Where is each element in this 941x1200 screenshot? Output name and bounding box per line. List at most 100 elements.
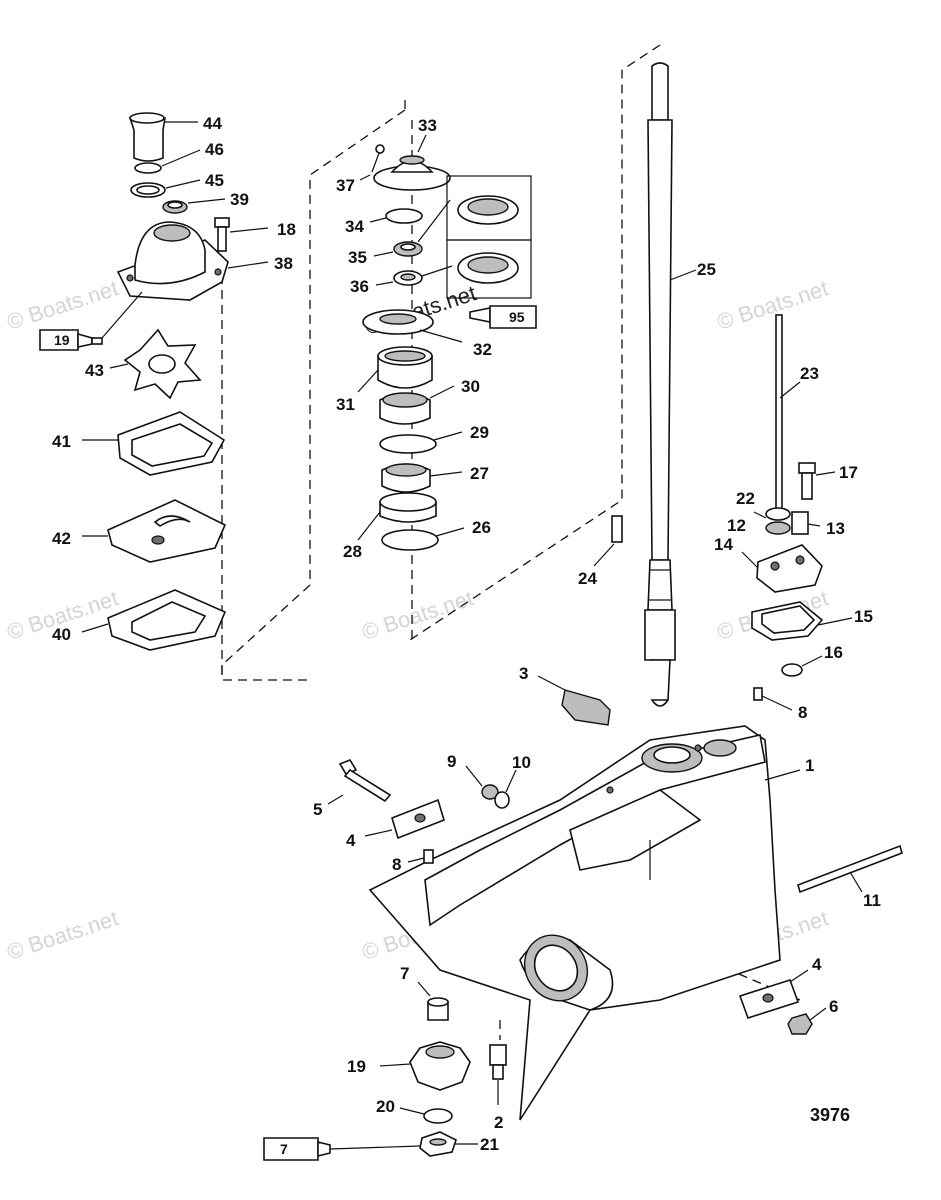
callout-18: 18 <box>277 220 296 239</box>
part-20-washer <box>399 1107 453 1124</box>
part-33-retainer <box>373 134 451 191</box>
callout-1: 1 <box>805 756 814 775</box>
part-4-anode-lower <box>738 969 809 1019</box>
part-21-nut <box>419 1131 478 1157</box>
watermark: © Boats.net <box>714 275 831 334</box>
part-7-needle-bearing <box>417 981 449 1021</box>
callout-44: 44 <box>203 114 222 133</box>
part-32-bearing-carrier <box>362 309 463 343</box>
callout-16: 16 <box>824 643 843 662</box>
callout-2: 2 <box>494 1113 503 1132</box>
callout-43: 43 <box>85 361 104 380</box>
watermark: © Boats.net <box>4 905 121 964</box>
callout-13: 13 <box>826 519 845 538</box>
callout-14: 14 <box>714 535 733 554</box>
part-24-key <box>593 515 623 567</box>
dash-left-frame <box>221 100 406 681</box>
part-34-o-ring <box>385 208 423 224</box>
callout-38: 38 <box>274 254 293 273</box>
tube-95: 95 <box>469 305 537 329</box>
callout-35: 35 <box>348 248 367 267</box>
part-2-screw <box>489 1044 507 1105</box>
callout-5: 5 <box>313 800 322 819</box>
figure-number: 3976 <box>810 1105 850 1125</box>
callout-22: 22 <box>736 489 755 508</box>
callout-11: 11 <box>863 891 881 910</box>
bearing-stack-group: 95 <box>357 134 537 551</box>
callout-20: 20 <box>376 1097 395 1116</box>
part-17-screw <box>798 462 836 500</box>
dash-center-frame <box>409 44 661 641</box>
part-12-washer <box>765 521 791 535</box>
tube-7-label: 7 <box>280 1141 288 1157</box>
tube-95-label: 95 <box>509 309 525 325</box>
callout-15: 15 <box>854 607 873 626</box>
part-1-gearcase-housing <box>368 725 801 1121</box>
part-19-pinion-gear <box>379 1041 471 1091</box>
callout-40: 40 <box>52 625 71 644</box>
part-10-seal-washer <box>494 769 517 809</box>
callout-29: 29 <box>470 423 489 442</box>
part-3-trim-anode <box>537 675 611 726</box>
callout-10: 10 <box>512 753 531 772</box>
watermark: © Boats.net <box>359 585 476 644</box>
tube-19: 19 <box>39 329 103 351</box>
callout-37: 37 <box>336 176 355 195</box>
shift-shaft-group <box>741 314 853 711</box>
part-43-impeller <box>109 328 202 400</box>
callout-24: 24 <box>578 569 597 588</box>
part-25-driveshaft <box>644 62 697 707</box>
callout-21: 21 <box>480 1135 499 1154</box>
callout-12: 12 <box>727 516 746 535</box>
tube-7: 7 <box>263 1137 421 1161</box>
part-8-dowel-pin-upper <box>753 687 793 711</box>
part-36-seal <box>375 265 453 286</box>
part-6-nut <box>787 1007 827 1035</box>
part-15-gasket <box>751 601 853 641</box>
callout-42: 42 <box>52 529 71 548</box>
part-22-washer <box>765 507 791 521</box>
part-28-race <box>357 492 437 541</box>
part-40-gasket <box>81 589 227 651</box>
callout-6: 6 <box>829 997 838 1016</box>
part-30-tapered-bearing <box>379 385 455 425</box>
callout-36: 36 <box>350 277 369 296</box>
callout-9: 9 <box>447 752 456 771</box>
callout-27: 27 <box>470 464 489 483</box>
callout-39: 39 <box>230 190 249 209</box>
part-4-anode-upper <box>364 798 445 840</box>
part-9-plug <box>465 765 499 800</box>
part-13-fitting <box>791 511 821 535</box>
callout-8-lower: 8 <box>392 855 401 874</box>
callout-7: 7 <box>400 964 409 983</box>
callout-4-lower: 4 <box>812 955 822 974</box>
part-44-pump-insert <box>128 112 198 162</box>
part-27-bearing <box>381 463 463 493</box>
callout-23: 23 <box>800 364 819 383</box>
callout-33: 33 <box>418 116 437 135</box>
callout-45: 45 <box>205 171 224 190</box>
callout-3: 3 <box>519 664 528 683</box>
part-29-ring <box>379 434 437 454</box>
part-5-bolt <box>327 759 392 805</box>
callout-34: 34 <box>345 217 364 236</box>
callout-labels: 44 46 45 39 18 38 43 41 42 40 33 37 34 3… <box>52 114 881 1154</box>
part-8-dowel-pin-lower <box>407 849 434 864</box>
part-38-pump-housing <box>101 221 269 339</box>
callout-4-upper: 4 <box>346 831 356 850</box>
callout-8-upper: 8 <box>798 703 807 722</box>
callout-26: 26 <box>472 518 491 537</box>
part-11-rod <box>797 844 903 894</box>
part-31-bearing-race <box>357 346 433 393</box>
part-18-screw <box>214 217 269 252</box>
part-46-gasket <box>134 162 162 174</box>
part-26-ring <box>381 529 439 551</box>
part-42-wear-plate <box>82 499 227 563</box>
callout-31: 31 <box>336 395 355 414</box>
callout-19: 19 <box>347 1057 366 1076</box>
part-39-seal <box>162 198 226 214</box>
callout-30: 30 <box>461 377 480 396</box>
tube-19-label: 19 <box>54 332 70 348</box>
seal-detail-insets <box>446 175 532 299</box>
